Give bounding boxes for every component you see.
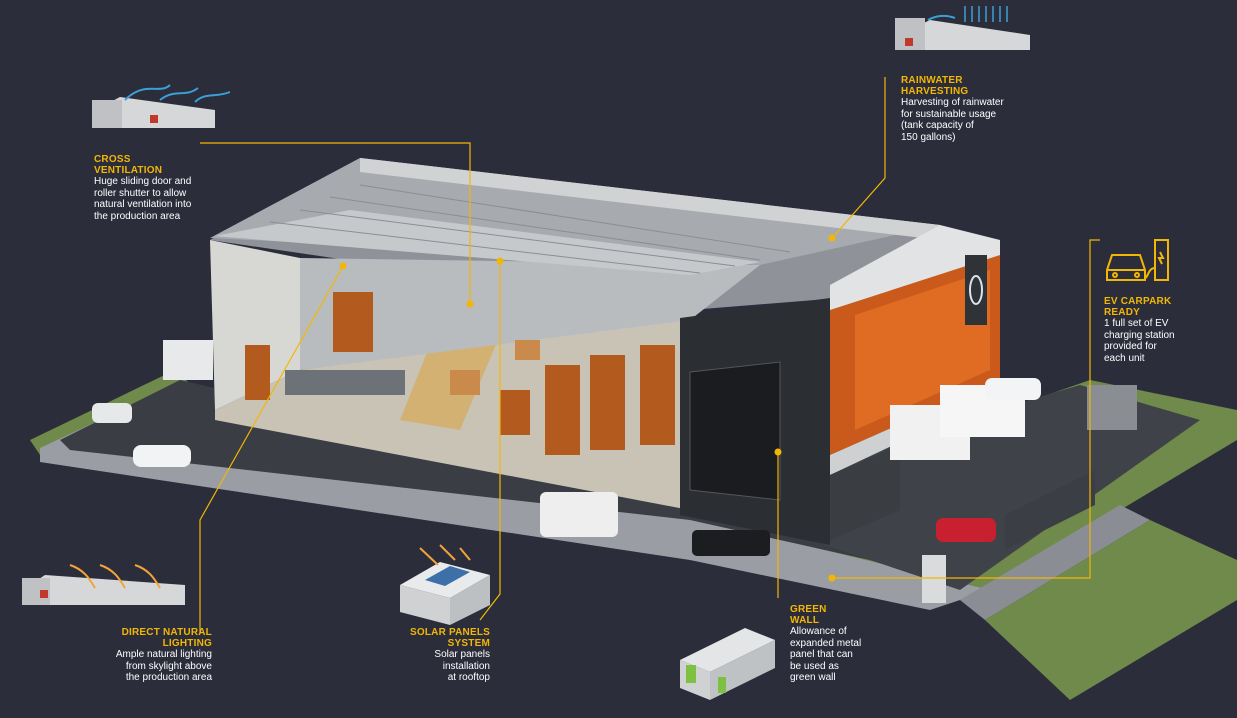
feature-description: Allowance of expanded metal panel that c…	[790, 626, 862, 683]
feature-ev-carpark: EV CARPARK READY 1 full set of EV chargi…	[1104, 296, 1234, 364]
feature-green-wall: GREEN WALL Allowance of expanded metal p…	[790, 604, 930, 684]
feature-title: RAINWATER HARVESTING	[901, 75, 969, 97]
feature-title: GREEN WALL	[790, 604, 827, 626]
feature-title: CROSS VENTILATION	[94, 154, 163, 176]
feature-title: SOLAR PANELS SYSTEM	[410, 627, 490, 649]
feature-title: EV CARPARK READY	[1104, 296, 1172, 318]
feature-description: Solar panels installation at rooftop	[434, 649, 490, 683]
feature-solar-panels: SOLAR PANELS SYSTEM Solar panels install…	[380, 627, 490, 684]
ev-charger-icon	[1106, 239, 1169, 281]
feature-description: Harvesting of rainwater for sustainable …	[901, 97, 1004, 143]
feature-title: DIRECT NATURAL LIGHTING	[121, 627, 212, 649]
leader-lines	[199, 77, 1100, 634]
feature-description: 1 full set of EV charging station provid…	[1104, 318, 1175, 364]
vehicles	[92, 340, 1137, 603]
natural-lighting-icon	[22, 564, 185, 605]
cross-ventilation-icon	[92, 84, 231, 128]
leader-dots	[339, 234, 836, 582]
rainwater-icon	[895, 6, 1030, 50]
feature-rainwater-harvesting: RAINWATER HARVESTING Harvesting of rainw…	[901, 75, 1101, 143]
feature-description: Ample natural lighting from skylight abo…	[115, 649, 212, 683]
feature-direct-natural-lighting: DIRECT NATURAL LIGHTING Ample natural li…	[40, 627, 212, 684]
warehouse-building	[210, 158, 1000, 545]
feature-cross-ventilation: CROSS VENTILATION Huge sliding door and …	[94, 154, 294, 222]
feature-description: Huge sliding door and roller shutter to …	[94, 176, 192, 222]
site-signage	[1005, 470, 1095, 550]
solar-panel-icon	[400, 544, 490, 625]
green-wall-icon	[680, 628, 775, 700]
